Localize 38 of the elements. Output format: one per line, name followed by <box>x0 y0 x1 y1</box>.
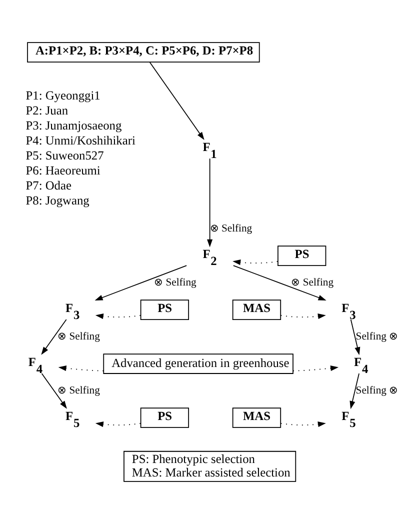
edge-label: ⊗ Selfing <box>210 223 252 234</box>
label: P3: Junamjosaeong <box>26 118 122 132</box>
arrow <box>280 420 326 427</box>
node-box: MAS <box>232 407 282 428</box>
arrow <box>41 372 67 408</box>
label: P1: Gyeonggi1 <box>26 88 100 102</box>
node-box: PS <box>140 299 190 320</box>
arrow <box>149 61 204 140</box>
arrow <box>41 318 67 354</box>
arrow <box>292 364 339 371</box>
node-box: PS <box>140 407 190 428</box>
label: P5: Suweon527 <box>26 148 104 162</box>
arrow <box>58 364 104 371</box>
arrow <box>350 318 360 355</box>
node-box: PS: Phenotypic selection MAS: Marker assisted selection <box>124 450 296 482</box>
edge-label: Selfing ⊗ <box>356 385 398 396</box>
label: P2: Juan <box>26 102 68 117</box>
arrow <box>280 313 326 319</box>
arrow <box>95 313 141 319</box>
arrow <box>95 420 141 427</box>
arrow <box>94 264 187 300</box>
label: P6: Haeoreumi <box>26 163 100 178</box>
node-box: Advanced generation in greenhouse <box>103 353 294 374</box>
edge-label: ⊗ Selfing <box>58 385 100 396</box>
arrow <box>207 158 213 247</box>
arrow <box>350 372 360 409</box>
arrow <box>232 264 326 300</box>
node-box: MAS <box>232 299 282 320</box>
label: P4: Unmi/Koshihikari <box>26 132 136 147</box>
label: P7: Odae <box>26 178 72 192</box>
edge-label: ⊗ Selfing <box>291 277 334 288</box>
label: P8: Jogwang <box>26 193 90 208</box>
node-box: A:P1×P2, B: P3×P4, C: P5×P6, D: P7×P8 <box>27 42 260 62</box>
node-box: PS <box>278 245 326 266</box>
edge-label: ⊗ Selfing <box>58 331 100 342</box>
edge-label: ⊗ Selfing <box>154 277 196 288</box>
arrow <box>232 259 278 265</box>
edge-label: Selfing ⊗ <box>356 331 398 342</box>
